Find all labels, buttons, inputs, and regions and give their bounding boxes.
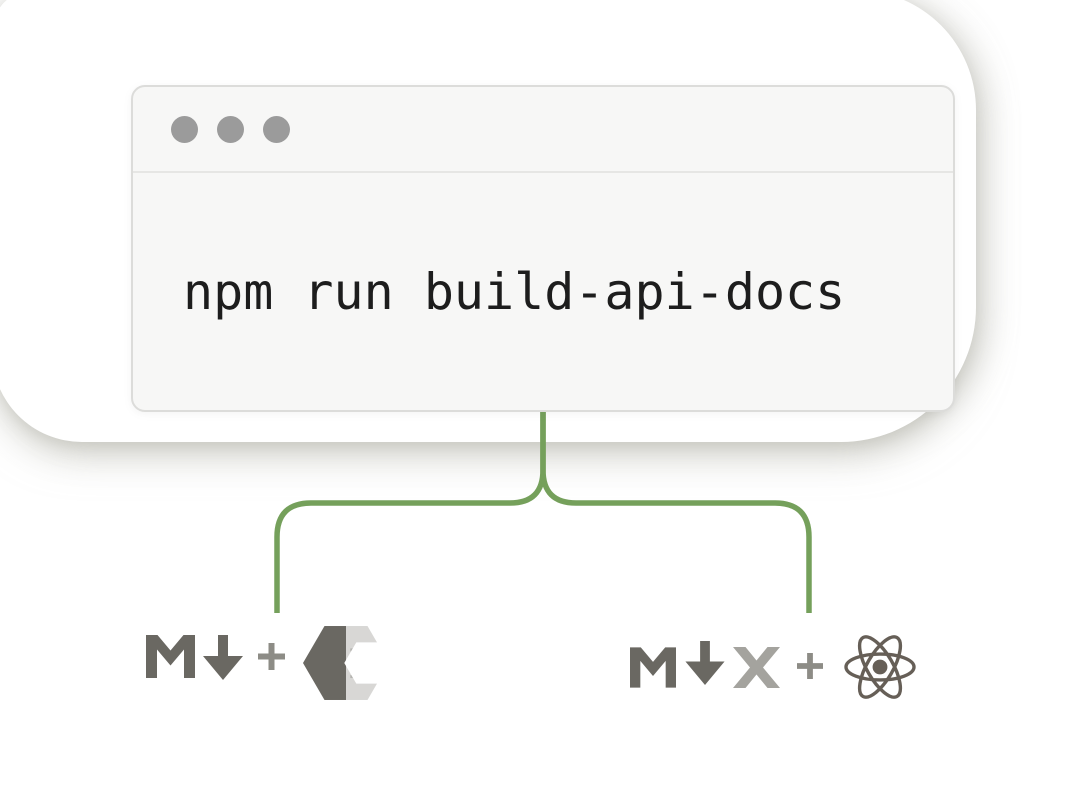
down-arrow-icon [685, 641, 725, 685]
window-control-dot [263, 115, 290, 143]
right-branch-output [628, 632, 920, 704]
react-icon [844, 635, 916, 699]
window-titlebar [133, 87, 953, 173]
plus-icon [258, 643, 285, 670]
x-icon [733, 647, 780, 688]
window-content: npm run build-api-docs [133, 173, 953, 410]
markdown-m-icon [146, 635, 195, 678]
markdown-m-icon [630, 647, 676, 688]
plus-icon [797, 653, 823, 679]
command-text: npm run build-api-docs [183, 262, 846, 321]
branch-line-left [274, 410, 546, 613]
window-control-dot [171, 115, 198, 143]
branch-connector [274, 410, 812, 613]
down-arrow-icon [203, 635, 243, 680]
terminal-window: npm run build-api-docs [131, 85, 955, 412]
left-branch-output [146, 625, 391, 701]
web-components-icon [303, 626, 389, 700]
window-control-dot [217, 115, 244, 143]
branch-line-right [540, 410, 812, 613]
